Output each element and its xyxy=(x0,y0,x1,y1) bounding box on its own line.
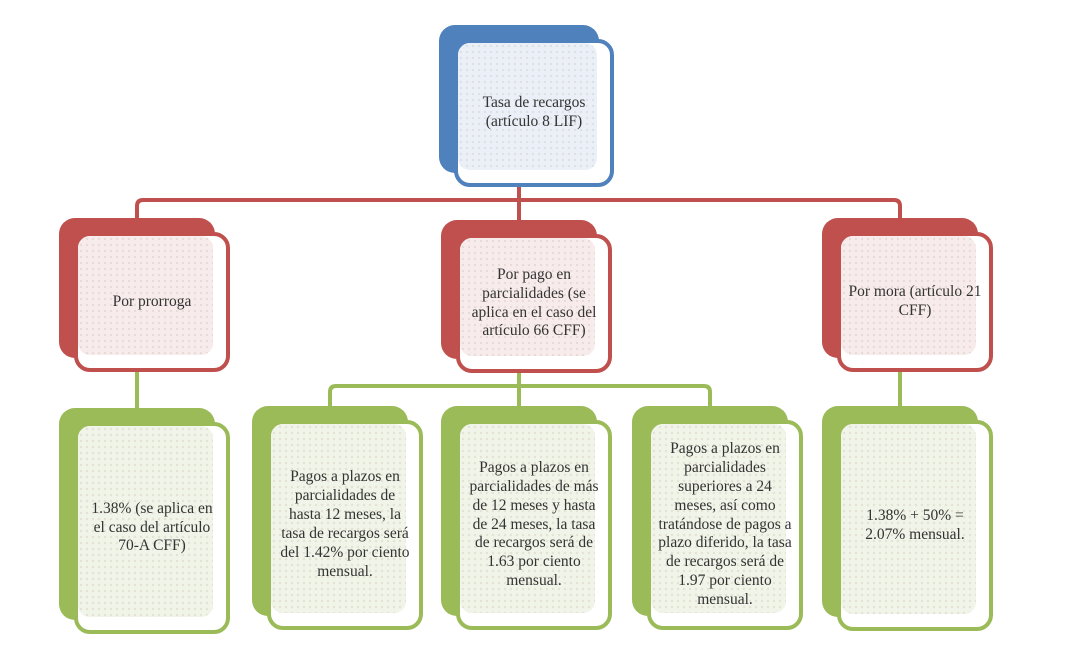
node-por-prorroga: Por prorroga xyxy=(59,218,230,372)
node-leaf-superiores-24-meses: Pagos a plazos en parcialidades superior… xyxy=(632,406,803,630)
node-card: Por mora (artículo 21 CFF) xyxy=(837,232,993,372)
node-tint xyxy=(651,424,786,613)
node-label: Pagos a plazos en parcialidades de hasta… xyxy=(280,468,410,580)
connector-leaves-rail xyxy=(328,384,712,410)
node-card: Pagos a plazos en parcialidades de hasta… xyxy=(267,420,423,630)
node-tint xyxy=(271,424,406,613)
node-label: Por mora (artículo 21 CFF) xyxy=(848,283,982,319)
node-leaf-hasta-12-meses: Pagos a plazos en parcialidades de hasta… xyxy=(252,406,423,630)
node-label: Por prorroga xyxy=(112,292,192,310)
node-leaf-prorroga-tasa: 1.38% (se aplica en el caso del artículo… xyxy=(59,408,230,634)
node-card: Por pago en parcialidades (se aplica en … xyxy=(456,234,612,373)
node-label: Pagos a plazos en parcialidades de más d… xyxy=(469,458,599,590)
node-tint xyxy=(460,238,595,356)
node-tint xyxy=(458,43,597,170)
node-tint xyxy=(460,424,595,613)
node-label: Pagos a plazos en parcialidades superior… xyxy=(658,439,792,609)
node-label: Tasa de recargos (artículo 8 LIF) xyxy=(482,94,586,130)
node-card: Tasa de recargos (artículo 8 LIF) xyxy=(454,39,614,187)
node-card: 1.38% + 50% = 2.07% mensual. xyxy=(837,420,993,631)
node-tint xyxy=(78,236,213,355)
node-card: Por prorroga xyxy=(74,232,230,372)
node-card: Pagos a plazos en parcialidades de más d… xyxy=(456,420,612,630)
node-root-tasa-de-recargos: Tasa de recargos (artículo 8 LIF) xyxy=(439,25,614,187)
node-card: 1.38% (se aplica en el caso del artículo… xyxy=(74,422,230,634)
node-tint xyxy=(841,424,976,614)
node-label: Por pago en parcialidades (se aplica en … xyxy=(471,265,597,340)
node-por-pago-en-parcialidades: Por pago en parcialidades (se aplica en … xyxy=(441,220,612,373)
node-tint xyxy=(841,236,976,355)
connector-branches-rail xyxy=(135,198,902,222)
node-leaf-12-a-24-meses: Pagos a plazos en parcialidades de más d… xyxy=(441,406,612,630)
node-por-mora: Por mora (artículo 21 CFF) xyxy=(822,218,993,372)
node-label: 1.38% (se aplica en el caso del artículo… xyxy=(91,499,213,555)
node-label: 1.38% + 50% = 2.07% mensual. xyxy=(865,506,965,543)
node-leaf-mora-tasa: 1.38% + 50% = 2.07% mensual. xyxy=(822,406,993,631)
node-tint xyxy=(78,426,213,617)
node-card: Pagos a plazos en parcialidades superior… xyxy=(647,420,803,630)
